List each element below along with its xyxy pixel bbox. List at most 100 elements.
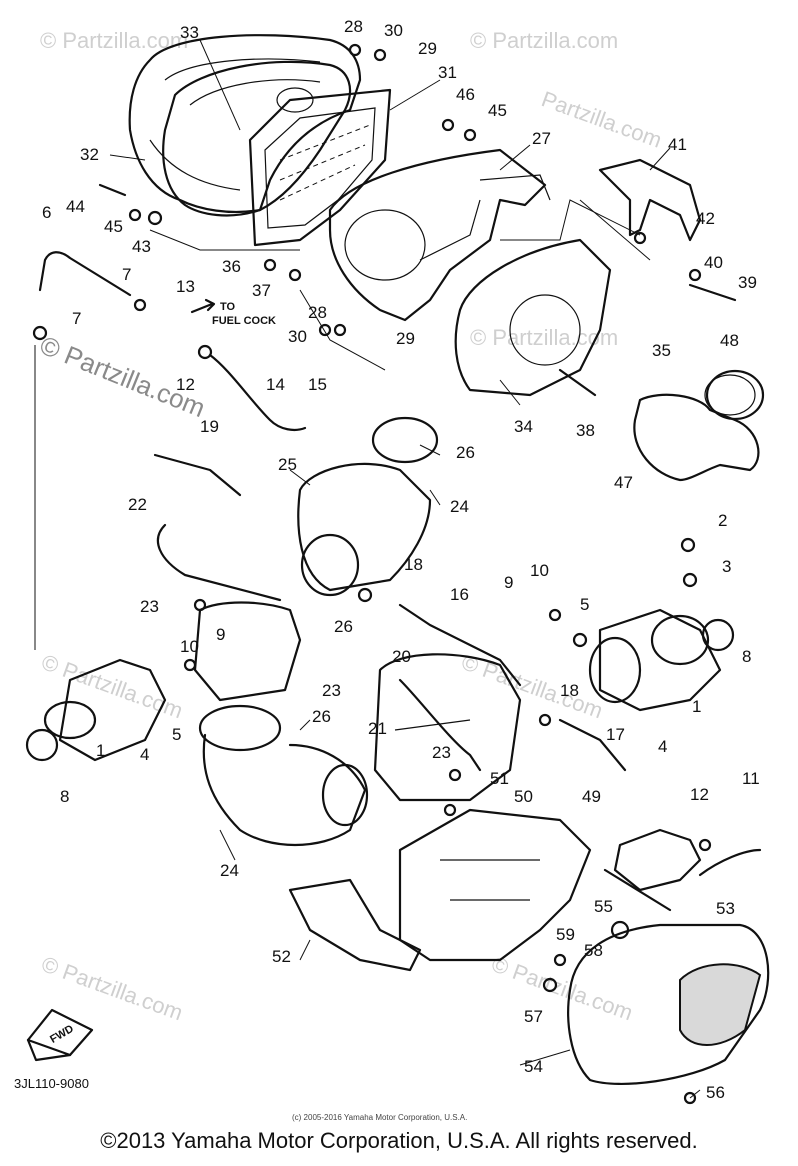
callout: 56 (706, 1083, 725, 1102)
callout: 53 (716, 899, 735, 918)
callout: 18 (560, 681, 579, 700)
air-filter-element (248, 88, 392, 247)
callout: 55 (594, 897, 613, 916)
hose-16 (398, 603, 522, 687)
bracket-assembly (288, 808, 592, 972)
watermark: © Partzilla.com (38, 649, 186, 723)
callout: 31 (438, 63, 457, 82)
fuel-cock-arrow (190, 298, 216, 314)
bracket (598, 158, 702, 242)
watermark: © Partzilla.com (470, 28, 618, 53)
callout: 23 (140, 597, 159, 616)
callout: 25 (278, 455, 297, 474)
callout: 28 (344, 17, 363, 36)
diagram-code: 3JL110-9080 (14, 1076, 89, 1091)
callout: 24 (220, 861, 239, 880)
callout: 18 (404, 555, 423, 574)
callout: 54 (524, 1057, 543, 1076)
hose-14 (208, 353, 307, 431)
callout: 5 (580, 595, 589, 614)
callout: 24 (450, 497, 469, 516)
callout: 32 (80, 145, 99, 164)
callout: 45 (104, 217, 123, 236)
element-frame (162, 60, 352, 217)
callout: 37 (252, 281, 271, 300)
callout: 12 (176, 375, 195, 394)
callout: 23 (322, 681, 341, 700)
manifold-left (25, 658, 167, 762)
alignment-lines (34, 199, 651, 650)
callout: 1 (692, 697, 701, 716)
callout: 42 (696, 209, 715, 228)
callout: 7 (72, 309, 81, 328)
intake-joint-lower (198, 704, 369, 847)
callout: 22 (128, 495, 147, 514)
bolt-44 (98, 183, 127, 197)
leader-lines (109, 39, 701, 1099)
callout: 10 (530, 561, 549, 580)
fwd-arrow: FWD (26, 1008, 94, 1062)
side-cover (567, 923, 770, 1086)
callout: 15 (308, 375, 327, 394)
callout: 9 (504, 573, 513, 592)
callout: 1 (96, 741, 105, 760)
callout: 36 (222, 257, 241, 276)
bolt-39 (688, 283, 737, 302)
callout: 9 (216, 625, 225, 644)
watermarks: © Partzilla.com © Partzilla.com Partzill… (36, 28, 665, 1025)
callout: 8 (60, 787, 69, 806)
callout: 58 (584, 941, 603, 960)
callout: 44 (66, 197, 85, 216)
joint-elbow (633, 369, 765, 482)
callout: 28 (308, 303, 327, 322)
callout: 7 (122, 265, 131, 284)
watermark: © Partzilla.com (488, 951, 636, 1025)
callout: 51 (490, 769, 509, 788)
callout: 26 (334, 617, 353, 636)
air-cleaner-case (328, 148, 551, 322)
watermark: © Partzilla.com (458, 649, 606, 723)
callout: 12 (690, 785, 709, 804)
callout: 17 (606, 725, 625, 744)
hose-22 (156, 523, 282, 602)
callout: 47 (614, 473, 633, 492)
callout: 27 (532, 129, 551, 148)
callout: 26 (312, 707, 331, 726)
fasteners (32, 43, 712, 1105)
bolt-38 (558, 368, 597, 397)
hose-6 (38, 251, 132, 297)
callout: 34 (514, 417, 533, 436)
pipe-17 (558, 718, 627, 772)
callout: 49 (582, 787, 601, 806)
callout: 33 (180, 23, 199, 42)
fuel-cock-note: FUEL COCK (212, 315, 276, 327)
fuel-cock-note: TO (220, 301, 236, 313)
callout: 30 (384, 21, 403, 40)
callout: 59 (556, 925, 575, 944)
callouts: 33 28 30 29 31 46 45 27 41 32 44 45 43 6… (42, 17, 760, 1102)
callout: 57 (524, 1007, 543, 1026)
callout: 35 (652, 341, 671, 360)
callout: 29 (396, 329, 415, 348)
callout: 30 (288, 327, 307, 346)
callout: 48 (720, 331, 739, 350)
watermark: Partzilla.com (538, 86, 665, 153)
callout: 3 (722, 557, 731, 576)
callout: 14 (266, 375, 285, 394)
callout: 43 (132, 237, 151, 256)
callout: 2 (718, 511, 727, 530)
case-cover (454, 238, 612, 397)
air-cleaner-cover (128, 34, 362, 214)
callout: 11 (742, 769, 760, 788)
watermark: © Partzilla.com (470, 325, 618, 350)
source-note: (c) 2005-2016 Yamaha Motor Corporation, … (292, 1113, 467, 1122)
fwd-label: FWD (48, 1023, 76, 1046)
callout: 26 (456, 443, 475, 462)
callout: 38 (576, 421, 595, 440)
intake-joint-upper (297, 416, 439, 597)
callout: 46 (456, 85, 475, 104)
callout: 20 (392, 647, 411, 666)
joint-lower-right (613, 828, 762, 892)
callout: 10 (180, 637, 199, 656)
